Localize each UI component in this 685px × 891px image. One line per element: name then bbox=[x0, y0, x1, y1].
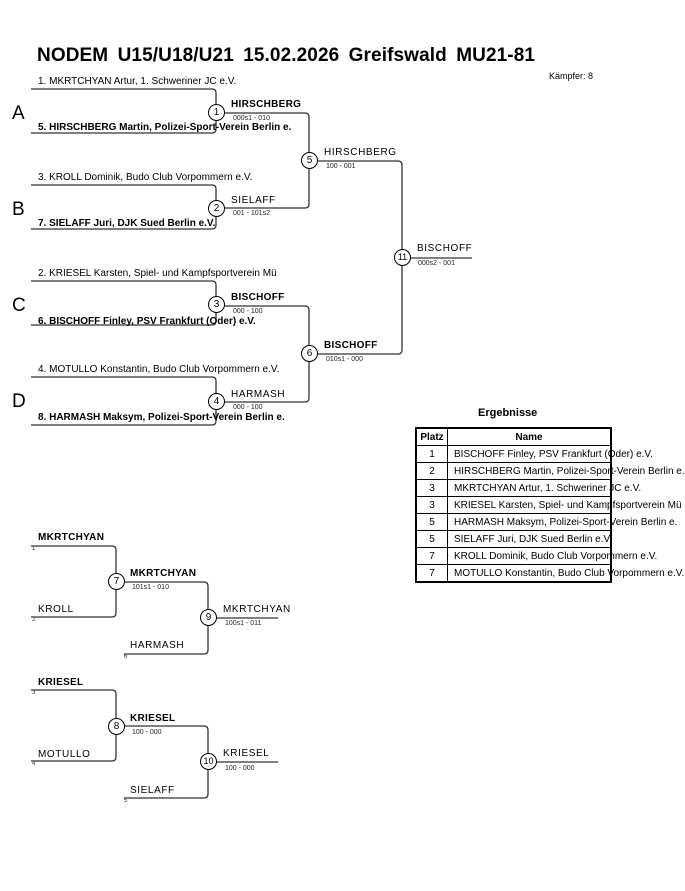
pool-label-b: B bbox=[12, 199, 25, 220]
bracket-entry: 6. BISCHOFF Finley, PSV Frankfurt (Oder)… bbox=[38, 316, 256, 327]
fight-winner: HIRSCHBERG bbox=[324, 147, 397, 158]
place-cell: 3 bbox=[415, 479, 448, 497]
pool-label-c: C bbox=[12, 295, 26, 316]
repechage-seed: 1 bbox=[32, 546, 36, 552]
name-cell: KROLL Dominik, Budo Club Vorpommern e.V. bbox=[447, 547, 657, 565]
fight-score: 001 - 101s2 bbox=[233, 210, 270, 217]
bracket-entry: 1. MKRTCHYAN Artur, 1. Schweriner JC e.V… bbox=[38, 76, 237, 87]
fight-number-9: 9 bbox=[200, 609, 217, 626]
repechage-entry: KROLL bbox=[38, 604, 74, 615]
repechage-seed: 6 bbox=[124, 654, 128, 660]
fight-winner: MKRTCHYAN bbox=[223, 604, 291, 615]
fight-score: 100s1 - 011 bbox=[225, 620, 262, 627]
fight-number-6: 6 bbox=[301, 345, 318, 362]
fight-winner: BISCHOFF bbox=[231, 292, 285, 303]
fight-number-8: 8 bbox=[108, 718, 125, 735]
place-cell: 3 bbox=[415, 496, 448, 514]
pool-label-a: A bbox=[12, 103, 25, 124]
page-title: NODEM U15/U18/U21 15.02.2026 Greifswald … bbox=[37, 45, 536, 66]
bracket-entry: 7. SIELAFF Juri, DJK Sued Berlin e.V. bbox=[38, 218, 216, 229]
place-cell: 5 bbox=[415, 513, 448, 531]
repechage-seed: 2 bbox=[32, 617, 36, 623]
fight-number-10: 10 bbox=[200, 753, 217, 770]
fighter-count: Kämpfer: 8 bbox=[549, 71, 594, 81]
fight-score: 010s1 - 000 bbox=[326, 356, 363, 363]
fight-winner: BISCHOFF bbox=[324, 340, 378, 351]
column-header-place: Platz bbox=[415, 427, 448, 446]
fight-score: 100 - 000 bbox=[225, 765, 255, 772]
bracket-entry: 2. KRIESEL Karsten, Spiel- und Kampfspor… bbox=[38, 268, 277, 279]
name-cell: BISCHOFF Finley, PSV Frankfurt (Oder) e.… bbox=[447, 445, 653, 463]
column-header-name: Name bbox=[447, 427, 612, 446]
fight-number-5: 5 bbox=[301, 152, 318, 169]
bracket-entry: 8. HARMASH Maksym, Polizei-Sport-Verein … bbox=[38, 412, 285, 423]
repechage-entry: KRIESEL bbox=[38, 677, 84, 688]
fight-score: 000s2 - 001 bbox=[418, 260, 455, 267]
name-cell: MOTULLO Konstantin, Budo Club Vorpommern… bbox=[447, 564, 684, 583]
pool-label-d: D bbox=[12, 391, 26, 412]
fight-number-2: 2 bbox=[208, 200, 225, 217]
name-cell: MKRTCHYAN Artur, 1. Schweriner JC e.V. bbox=[447, 479, 641, 497]
place-cell: 1 bbox=[415, 445, 448, 463]
fight-winner: MKRTCHYAN bbox=[130, 568, 197, 579]
results-title: Ergebnisse bbox=[478, 407, 538, 419]
place-cell: 7 bbox=[415, 564, 448, 583]
bracket-entry: 5. HIRSCHBERG Martin, Polizei-Sport-Vere… bbox=[38, 122, 292, 133]
bracket-entry: 3. KROLL Dominik, Budo Club Vorpommern e… bbox=[38, 172, 253, 183]
fight-number-4: 4 bbox=[208, 393, 225, 410]
name-cell: SIELAFF Juri, DJK Sued Berlin e.V. bbox=[447, 530, 612, 548]
bracket-entry: 4. MOTULLO Konstantin, Budo Club Vorpomm… bbox=[38, 364, 280, 375]
repechage-entry: MOTULLO bbox=[38, 749, 91, 760]
fight-score: 000 - 100 bbox=[233, 404, 263, 411]
fight-score: 000 - 100 bbox=[233, 308, 263, 315]
fight-number-1: 1 bbox=[208, 104, 225, 121]
results-header-row: Platz Name bbox=[415, 427, 612, 446]
fight-score: 000s1 - 010 bbox=[233, 115, 270, 122]
fight-winner: HARMASH bbox=[231, 389, 286, 400]
fight-winner: KRIESEL bbox=[223, 748, 270, 759]
place-cell: 2 bbox=[415, 462, 448, 480]
name-cell: KRIESEL Karsten, Spiel- und Kampfsportve… bbox=[447, 496, 682, 514]
fight-number-7: 7 bbox=[108, 573, 125, 590]
fight-winner: HIRSCHBERG bbox=[231, 99, 302, 110]
name-cell: HARMASH Maksym, Polizei-Sport-Verein Ber… bbox=[447, 513, 677, 531]
place-cell: 7 bbox=[415, 547, 448, 565]
fight-winner: BISCHOFF bbox=[417, 243, 473, 254]
repechage-entry: MKRTCHYAN bbox=[38, 532, 105, 543]
fight-number-3: 3 bbox=[208, 296, 225, 313]
fight-winner: SIELAFF bbox=[231, 195, 276, 206]
repechage-seed: 4 bbox=[32, 761, 36, 767]
fight-number-11: 11 bbox=[394, 249, 411, 266]
place-cell: 5 bbox=[415, 530, 448, 548]
repechage-entry: HARMASH bbox=[130, 640, 185, 651]
name-cell: HIRSCHBERG Martin, Polizei-Sport-Verein … bbox=[447, 462, 685, 480]
repechage-seed: 5 bbox=[124, 798, 128, 804]
fight-score: 101s1 - 010 bbox=[132, 584, 169, 591]
bracket-line bbox=[317, 160, 403, 355]
repechage-seed: 3 bbox=[32, 690, 36, 696]
fight-winner: KRIESEL bbox=[130, 713, 176, 724]
repechage-entry: SIELAFF bbox=[130, 785, 175, 796]
fight-score: 100 - 000 bbox=[132, 729, 162, 736]
fight-score: 100 - 001 bbox=[326, 163, 356, 170]
